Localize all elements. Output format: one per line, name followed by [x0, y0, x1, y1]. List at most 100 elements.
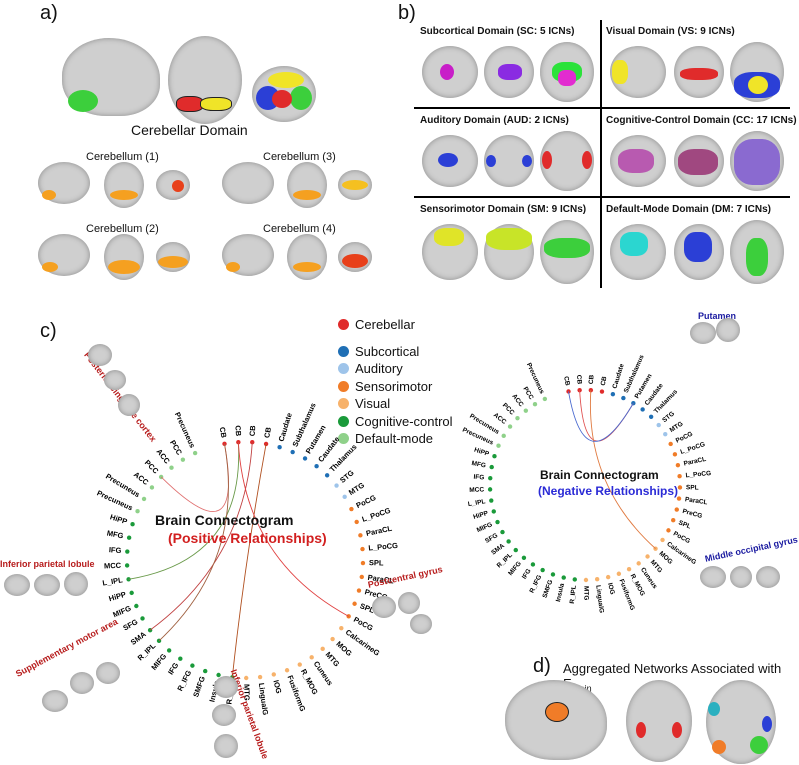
d-axial-blob [708, 702, 720, 716]
node-dot [648, 414, 654, 419]
node-dot [342, 494, 347, 500]
node-label: MCC [469, 486, 484, 494]
node-dot [521, 555, 527, 560]
connection-link [231, 443, 267, 678]
cerebellum-blob-green [68, 90, 98, 112]
callout-inferior-parietal-left: Inferior parietal lobule [0, 559, 95, 569]
node-dot [513, 547, 518, 553]
cb3-hot2 [293, 190, 321, 200]
cerebellum-1-label: Cerebellum (1) [86, 151, 159, 163]
node-label: MTG [324, 650, 342, 669]
node-dot [141, 496, 147, 502]
node-label: LingualG [257, 682, 270, 716]
domain-title-dm: Default-Mode Domain (DM: 7 ICNs) [606, 204, 771, 215]
node-label: ParaCL [683, 456, 707, 468]
node-dot [359, 574, 364, 580]
thumb-mog-1 [700, 566, 726, 588]
legend-item-auditory: Auditory [338, 360, 453, 378]
legend-label: Auditory [355, 361, 403, 377]
node-label: PoCG [675, 431, 694, 445]
node-label: L_PoCG [685, 470, 711, 479]
legend-item-sensorimotor: Sensorimotor [338, 378, 453, 396]
cb4-hot2 [293, 262, 321, 272]
node-label: SPL [686, 484, 699, 491]
connectogram-neg-title: Brain Connectogram [540, 468, 659, 482]
node-dot [610, 391, 616, 397]
connection-link [237, 442, 349, 617]
sm-blob [434, 228, 464, 246]
node-dot [674, 507, 679, 512]
node-dot [180, 457, 186, 462]
node-dot [190, 663, 195, 668]
thumb-poc-1 [372, 596, 396, 618]
node-dot [330, 636, 335, 642]
node-dot [491, 509, 496, 514]
domain-title-cc: Cognitive-Control Domain (CC: 17 ICNs) [606, 115, 797, 126]
node-dot [339, 625, 344, 631]
thumb-putamen-1 [690, 322, 716, 344]
node-dot [488, 475, 493, 481]
legend-dot [338, 398, 349, 410]
node-dot [515, 415, 520, 421]
node-label: L_PoCG [368, 541, 398, 553]
domain-title-vs: Visual Domain (VS: 9 ICNs) [606, 26, 735, 37]
legend-label: Subcortical [355, 343, 420, 359]
thumb-pcc-2 [104, 370, 126, 390]
node-dot [297, 662, 302, 667]
node-dot [192, 450, 198, 456]
aud-blob3 [522, 155, 532, 167]
cerebellum-2-label: Cerebellum (2) [86, 223, 159, 235]
node-dot [302, 456, 308, 461]
node-label: PreCG [682, 508, 703, 520]
node-dot [671, 518, 676, 523]
node-dot [125, 549, 130, 554]
domain-cell-vs: Visual Domain (VS: 9 ICNs) [602, 20, 790, 107]
d-axial-blob2 [762, 716, 772, 732]
cerebellum-blob-yellow2 [268, 72, 304, 88]
node-dot [314, 464, 319, 469]
node-label: SFG [484, 532, 499, 545]
node-dot [284, 668, 290, 673]
legend-label: Visual [355, 396, 391, 412]
node-label: PCC [521, 386, 534, 402]
legend-label: Cognitive-control [355, 413, 453, 429]
legend-label: Cerebellar [355, 317, 415, 333]
node-dot [320, 646, 325, 652]
thumb-putamen-2 [716, 318, 740, 342]
sc-blob [440, 64, 454, 80]
node-dot [666, 528, 671, 533]
node-dot [616, 571, 622, 576]
thumb-sma-1 [42, 690, 68, 712]
legend: Cerebellar Subcortical Auditory Sensorim… [338, 316, 453, 448]
legend-label: Default-mode [355, 431, 434, 447]
node-label: ParaCL [367, 573, 395, 586]
node-label: CB [262, 426, 273, 439]
node-label: ParaCL [684, 496, 708, 506]
cb1-hot2 [110, 190, 138, 200]
legend-item-cerebellar: Cerebellar [338, 316, 453, 334]
sm-blob2 [486, 228, 532, 250]
node-dot [577, 387, 582, 393]
node-dot [352, 601, 357, 606]
node-dot [668, 441, 673, 447]
cb2-hot2 [108, 260, 140, 274]
node-label: STG [661, 410, 676, 424]
node-dot [358, 533, 363, 538]
legend-dot [338, 345, 349, 357]
node-dot [506, 539, 511, 544]
node-label: MFG [471, 460, 487, 470]
node-dot [489, 498, 494, 503]
node-label: LingualG [594, 585, 605, 614]
node-label: L_IPL [467, 498, 486, 508]
domain-title-aud: Auditory Domain (AUD: 2 ICNs) [420, 115, 569, 126]
node-label: MIFG [476, 521, 494, 534]
node-label: ACC [132, 470, 151, 487]
node-dot [360, 546, 365, 552]
cb4-hot3 [342, 254, 368, 268]
node-label: ACC [155, 447, 173, 466]
node-dot [605, 574, 611, 580]
panel-b-label: b) [398, 2, 416, 24]
cerebellum-3-label: Cerebellum (3) [263, 151, 336, 163]
cb3-coronal [287, 162, 327, 208]
panel-c-label: c) [40, 320, 57, 342]
